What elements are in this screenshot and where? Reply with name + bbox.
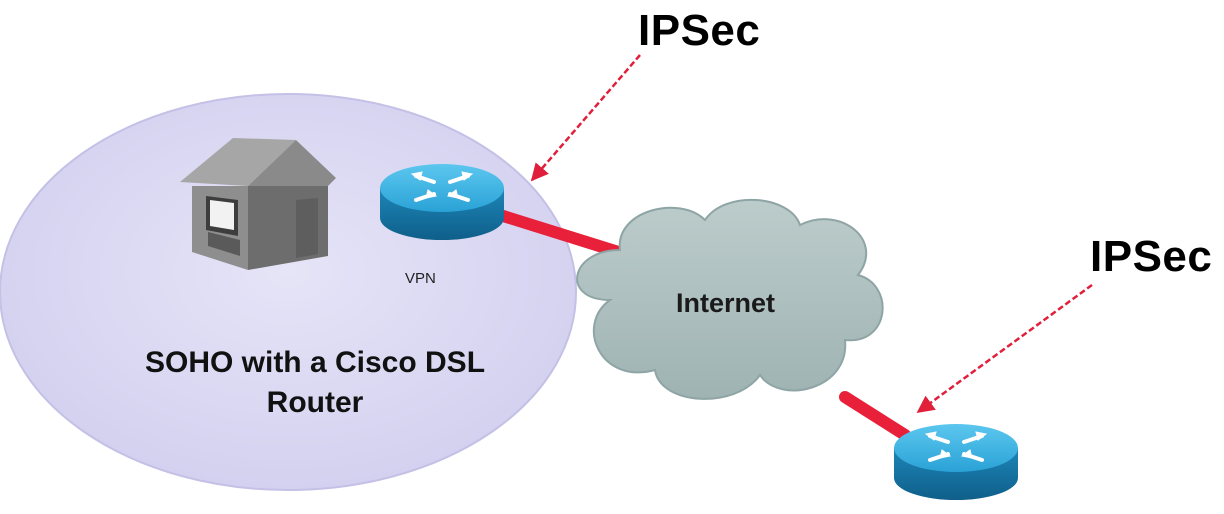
ipsec-arrow-right bbox=[916, 283, 1093, 414]
router-icon bbox=[380, 164, 504, 240]
internet-label: Internet bbox=[676, 288, 776, 318]
ipsec-label: IPSec bbox=[1090, 232, 1213, 281]
router-icon bbox=[894, 424, 1018, 500]
soho-label-line2: Router bbox=[266, 386, 364, 419]
ipsec-arrow-top bbox=[530, 54, 641, 182]
link-soho-internet bbox=[494, 209, 634, 261]
cloud-icon bbox=[576, 199, 884, 400]
soho-label: SOHO with a Cisco DSL Router bbox=[90, 343, 540, 423]
soho-label-line1: SOHO with a Cisco DSL bbox=[144, 346, 486, 379]
house-icon bbox=[180, 138, 336, 270]
vpn-label: VPN bbox=[405, 270, 436, 287]
ipsec-label: IPSec bbox=[638, 6, 761, 55]
link-internet-router bbox=[839, 391, 911, 441]
